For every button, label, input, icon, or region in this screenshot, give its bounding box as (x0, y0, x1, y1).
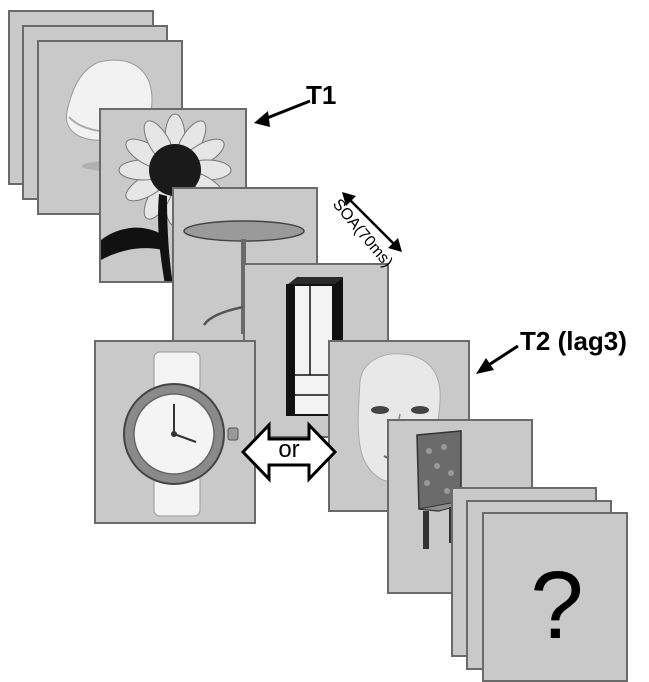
t1-label: T1 (306, 80, 337, 110)
t1-arrow (254, 99, 311, 127)
or-label: or (278, 436, 300, 463)
t2-label: T2 (lag3) (520, 326, 627, 356)
sunflower-icon (101, 113, 232, 281)
question-mark: ? (530, 552, 584, 659)
armchair-icon (416, 430, 471, 549)
question-card: ? (482, 512, 628, 682)
t2-arrow (476, 344, 519, 374)
or-double-arrow (240, 421, 338, 483)
watch-icon (123, 351, 239, 517)
soa-arrow (342, 192, 402, 252)
stimulus-card-watch (94, 340, 256, 524)
